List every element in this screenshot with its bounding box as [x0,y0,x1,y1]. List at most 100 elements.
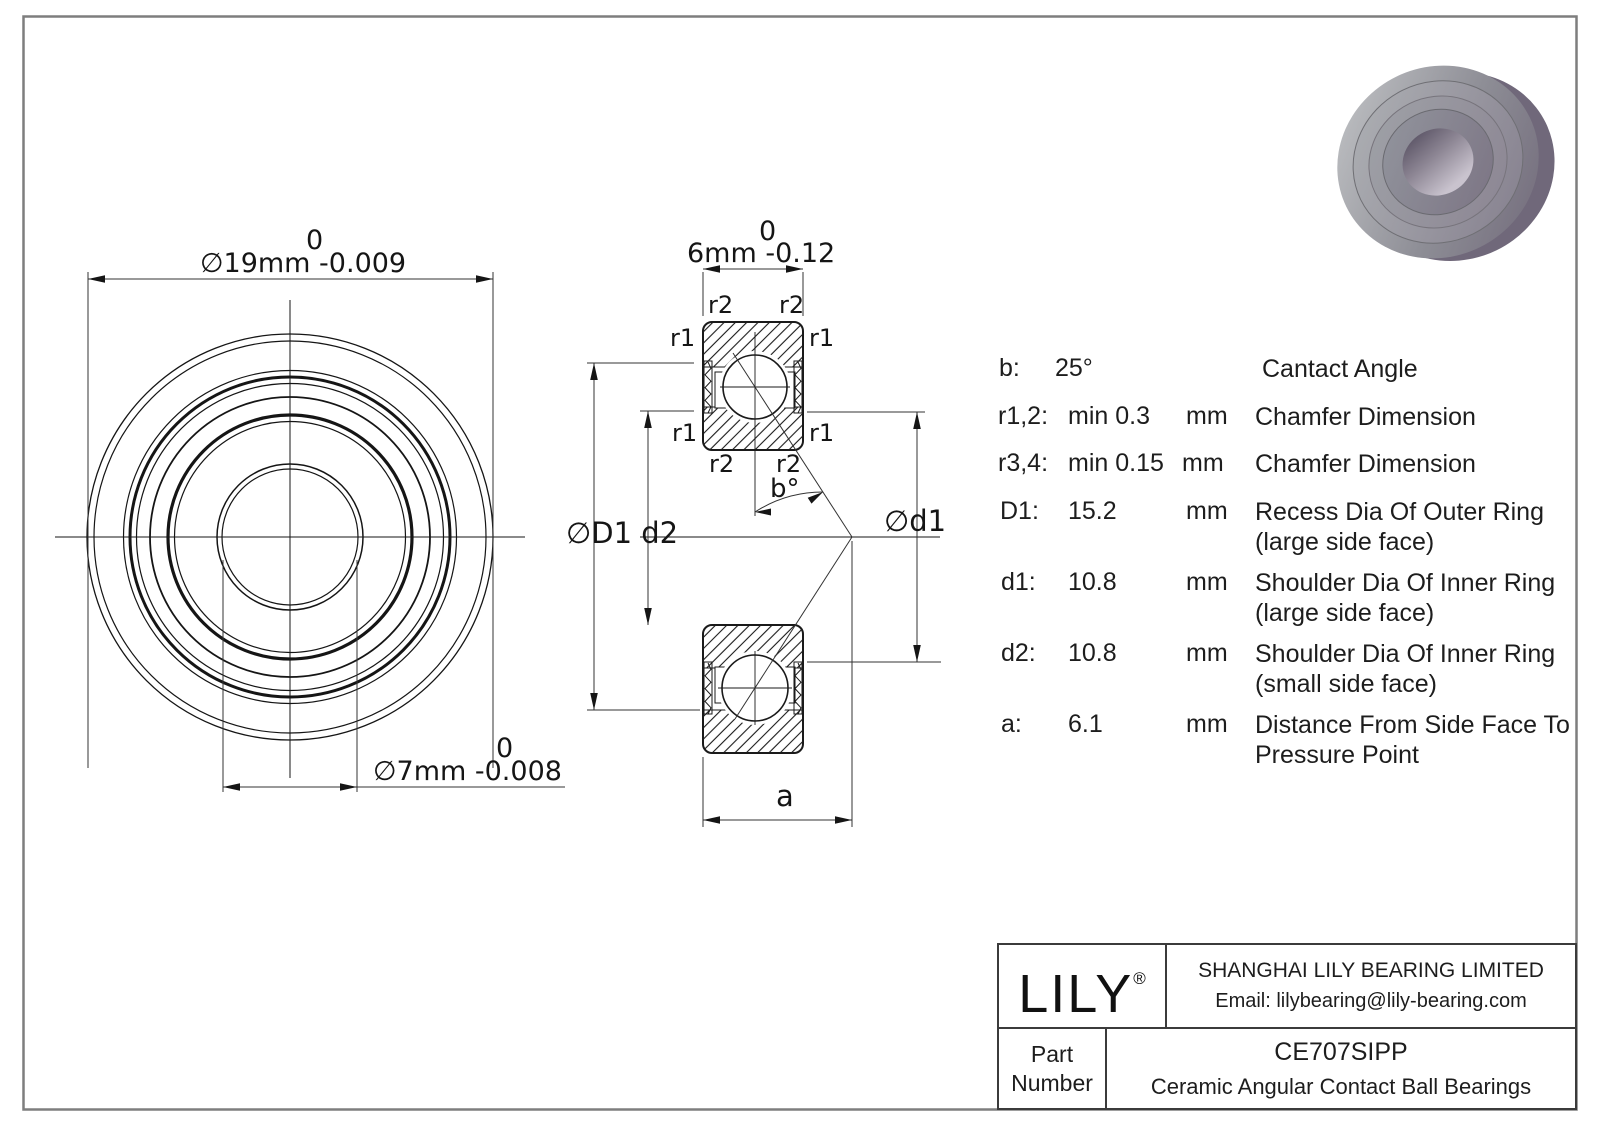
arrow-right [835,816,852,824]
arrow-right [786,265,803,273]
spec-label: d2: [1001,639,1036,667]
spec-desc-line1: Cantact Angle [1262,355,1418,383]
spec-label: r3,4: [998,449,1049,477]
dim-D1 [587,362,700,711]
lily-logo-text: LILY [1018,963,1134,1024]
spec-unit: mm [1186,402,1228,430]
spec-value: 25° [1055,354,1093,382]
arrow-down [644,608,652,625]
spec-desc-line1: Shoulder Dia Of Inner Ring [1255,640,1556,668]
dim-d1 [807,411,941,663]
spec-value: 10.8 [1068,568,1117,596]
contact-line-bottom [734,536,853,720]
spec-desc-line2: (large side face) [1255,599,1435,627]
seal-zigzag-right [794,662,802,715]
spec-label: b: [999,354,1020,382]
arrow-right [476,275,493,283]
spec-value: 15.2 [1068,497,1117,525]
bore-diameter-tolerance-top: 0 [496,733,513,764]
r2-label-lower-left: r2 [709,450,734,478]
page-border [22,15,1578,1111]
r1-label-lower-right: r1 [809,419,834,447]
spec-label: d1: [1001,568,1036,596]
r1-label-upper-left: r1 [670,324,695,352]
arc-arrow-right [807,492,823,504]
r2-label-top-left: r2 [708,291,733,319]
spec-value: min 0.3 [1068,402,1150,430]
registered-trademark-icon: ® [1133,968,1146,988]
arrow-down [913,645,921,662]
company-name: SHANGHAI LILY BEARING LIMITED [1198,959,1544,982]
company-email: Email: lilybearing@lily-bearing.com [1215,990,1527,1012]
spec-unit: mm [1182,449,1224,477]
part-label-line2: Number [1011,1069,1093,1096]
dim-bore-diameter [222,560,565,792]
spec-unit: mm [1186,639,1228,667]
part-number-cell: CE707SIPP Ceramic Angular Contact Ball B… [1107,1029,1575,1108]
section-top-half [702,321,804,516]
bearing-3d-bore [1402,128,1474,196]
spec-desc: Cantact Angle [1262,354,1418,384]
dim-width [702,265,804,316]
seal-zigzag-left [704,361,712,414]
a-label: a [776,779,794,813]
spec-desc-line2: (large side face) [1255,528,1435,556]
spec-label: r1,2: [998,402,1049,430]
title-block-row-part: Part Number CE707SIPP Ceramic Angular Co… [999,1029,1575,1108]
contact-angle-arc [754,491,824,513]
part-description: Ceramic Angular Contact Ball Bearings [1150,1073,1532,1099]
spec-desc: Chamfer Dimension [1255,402,1476,432]
arrow-left [703,265,720,273]
spec-value: min 0.15 [1068,449,1164,477]
arrow-up [644,411,652,428]
spec-desc: Shoulder Dia Of Inner Ring (small side f… [1255,639,1555,699]
spec-label: D1: [1000,497,1039,525]
spec-desc: Distance From Side Face To Pressure Poin… [1255,710,1570,770]
seal-zigzag-left [704,662,712,715]
arrow-right [340,783,357,791]
section-bottom-half [702,624,804,754]
spec-unit: mm [1186,568,1228,596]
arrow-up [913,412,921,429]
r2-label-top-right: r2 [779,291,804,319]
spec-desc-line1: Distance From Side Face To [1255,711,1570,739]
D1-d2-label: ∅D1 d2 [566,516,678,550]
spec-value: 10.8 [1068,639,1117,667]
spec-desc-line1: Shoulder Dia Of Inner Ring [1255,569,1556,597]
spec-unit: mm [1186,710,1228,738]
contact-line-top [732,352,853,538]
spec-label: a: [1001,710,1022,738]
part-number-value: CE707SIPP [1274,1037,1408,1066]
company-cell: SHANGHAI LILY BEARING LIMITED Email: lil… [1167,945,1575,1027]
logo-cell: LILY® [999,945,1167,1027]
width-tolerance-top: 0 [759,216,776,247]
part-label-line1: Part [1030,1040,1074,1067]
dim-a [702,541,853,827]
r2-label-lower-right: r2 [776,450,801,478]
spec-desc-line2: (small side face) [1255,670,1437,698]
contact-angle-label: b° [770,474,800,504]
dim-outer-diameter [87,272,494,768]
section-outline-top [702,321,804,451]
outer-diameter-tolerance-top: 0 [306,225,323,256]
title-block: LILY® SHANGHAI LILY BEARING LIMITED Emai… [997,943,1577,1110]
arrow-left [88,275,105,283]
lily-logo: LILY® [1018,952,1146,1021]
section-outline-bottom [702,624,804,754]
d1-label: ∅d1 [884,504,946,538]
outer-diameter-text: ∅19mm -0.009 [200,248,406,279]
arc-arrow-left [755,508,771,516]
r1-label-lower-left: r1 [672,419,697,447]
spec-desc: Shoulder Dia Of Inner Ring (large side f… [1255,568,1555,628]
arrow-left [703,816,720,824]
bore-diameter-text: ∅7mm -0.008 [373,756,562,787]
arrow-down [590,693,598,710]
front-view [55,300,525,778]
title-block-row-company: LILY® SHANGHAI LILY BEARING LIMITED Emai… [999,945,1575,1029]
spec-value: 6.1 [1068,710,1103,738]
r1-label-upper-right: r1 [809,324,834,352]
arrow-left [223,783,240,791]
spec-desc: Chamfer Dimension [1255,449,1476,479]
